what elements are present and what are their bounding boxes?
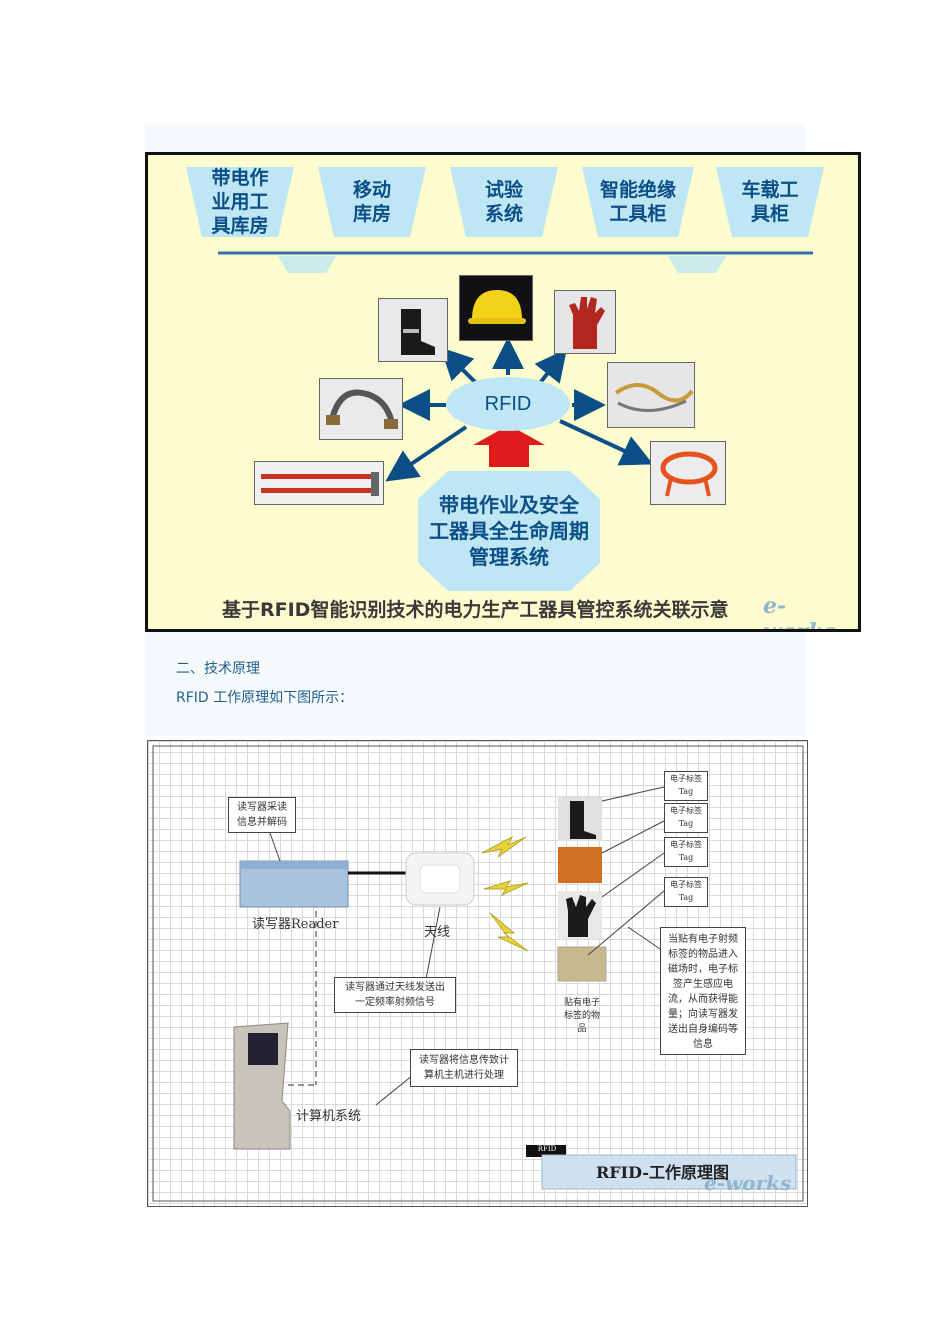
section-heading: 二、技术原理: [176, 661, 260, 677]
computer-system-label: 计算机系统: [296, 1109, 362, 1124]
band-arrow-left: [278, 256, 336, 273]
antenna-signal-note: 读写器通过天线发送出 一定频率射频信号: [334, 977, 456, 1013]
induction-explanation-note: 当贴有电子射频 标签的物品进入 磁场时，电子标 签产生感应电 流，从而获得能 量…: [660, 927, 746, 1055]
tag-label-1: 电子标签 Tag: [664, 771, 708, 801]
eworks-watermark: e-works: [704, 1171, 792, 1195]
computer-process-note: 读写器将信息传致计 算机主机进行处理: [410, 1049, 518, 1087]
principle-graphics: [152, 745, 804, 1202]
rfid-working-principle-diagram: 读写器采读 信息并解码 读写器Reader 天线 读写器通过天线发送出 一定频率…: [147, 740, 808, 1207]
category-vehicle-cabinet: 车载工 具柜: [716, 167, 824, 237]
reader-decode-note: 读写器采读 信息并解码: [228, 797, 296, 833]
category-label: 车载工 具柜: [741, 179, 799, 225]
system-up-arrow: [473, 425, 545, 467]
arrow-to-boots: [440, 347, 480, 387]
safety-rope-photo: [607, 362, 695, 428]
arrow-to-belt: [559, 419, 654, 466]
tag-label-2: 电子标签 Tag: [664, 803, 708, 833]
category-mobile-warehouse: 移动 库房: [318, 167, 426, 237]
eworks-watermark: e-works: [763, 593, 836, 632]
figure1-caption: 基于RFID智能识别技术的电力生产工器具管控系统关联示意: [222, 599, 729, 621]
tool-clamp-photo: [319, 378, 403, 440]
diagram-graphics: [218, 251, 813, 591]
insulated-boots-photo: [378, 298, 448, 362]
rfid-association-diagram: 带电作 业用工 具库房 移动 库房 试验 系统 智能绝缘 工具柜 车载工 具柜 …: [145, 152, 861, 632]
intro-paragraph: RFID 工作原理如下图所示：: [176, 690, 354, 706]
category-label: 智能绝缘 工具柜: [599, 179, 676, 225]
rfid-center-node: RFID: [446, 377, 570, 431]
category-label: 移动 库房: [352, 179, 391, 225]
tagged-items-label: 贴有电子 标签的物 品: [563, 998, 600, 1034]
category-test-system: 试验 系统: [450, 167, 558, 237]
category-label: 试验 系统: [484, 179, 523, 225]
tag-label-3: 电子标签 Tag: [664, 837, 708, 867]
figure2-title: RFID-工作原理图: [596, 1163, 729, 1182]
reader-label: 读写器Reader: [252, 917, 339, 932]
system-octagon: [418, 471, 600, 591]
lifecycle-management-system: 带电作业及安全 工器具全生命周期 管理系统: [429, 493, 589, 569]
arrow-to-gloves: [534, 348, 567, 385]
antenna-label: 天线: [424, 925, 451, 940]
safety-helmet-photo: [459, 275, 533, 341]
insulated-rod-photo: [254, 461, 384, 505]
tag-label-4: 电子标签 Tag: [664, 877, 708, 907]
safety-belt-photo: [650, 441, 726, 505]
category-live-tool-warehouse: 带电作 业用工 具库房: [186, 167, 294, 237]
arrow-to-rod: [385, 425, 468, 482]
insulated-gloves-photo: [554, 290, 616, 354]
category-label: 带电作 业用工 具库房: [211, 167, 269, 237]
category-smart-cabinet: 智能绝缘 工具柜: [582, 167, 694, 237]
title-tag: RFID: [537, 1145, 557, 1153]
band-arrow-right: [668, 256, 726, 273]
